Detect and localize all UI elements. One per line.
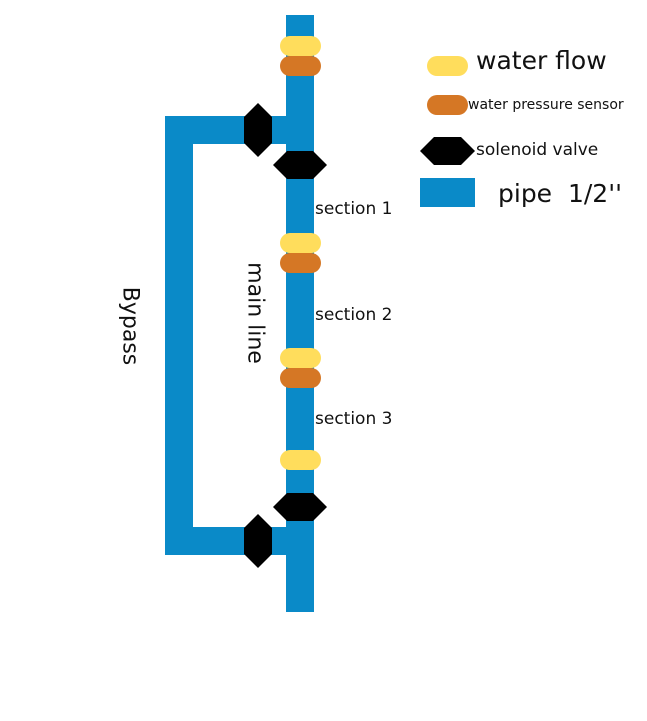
legend-valve-swatch xyxy=(420,137,475,165)
bypass-pipe xyxy=(165,116,193,555)
water-flow-sensor xyxy=(280,450,321,470)
legend-pressure-sensor-label: water pressure sensor xyxy=(468,97,624,113)
pressure-sensor xyxy=(280,56,321,76)
bypass-label: Bypass xyxy=(117,286,143,366)
section-3-label: section 3 xyxy=(315,409,393,429)
solenoid-valve-main-top xyxy=(273,151,327,179)
solenoid-valve-bypass-top xyxy=(244,103,272,157)
water-flow-sensor xyxy=(280,36,321,56)
water-flow-sensor xyxy=(280,233,321,253)
legend-water-flow-swatch xyxy=(427,56,468,76)
legend-water-flow-label: water flow xyxy=(476,46,607,75)
water-flow-sensor xyxy=(280,348,321,368)
legend-pipe-label: pipe 1/2'' xyxy=(498,179,622,208)
pressure-sensor xyxy=(280,253,321,273)
legend-pressure-sensor-swatch xyxy=(427,95,468,115)
legend-valve-label: solenoid valve xyxy=(476,140,599,160)
section-1-label: section 1 xyxy=(315,199,393,219)
section-2-label: section 2 xyxy=(315,305,393,325)
pressure-sensor xyxy=(280,368,321,388)
main-pipe xyxy=(286,15,314,612)
legend-pipe-swatch xyxy=(420,178,475,207)
main-line-label: main line xyxy=(242,262,268,364)
solenoid-valve-main-bottom xyxy=(273,493,327,521)
solenoid-valve-bypass-bottom xyxy=(244,514,272,568)
